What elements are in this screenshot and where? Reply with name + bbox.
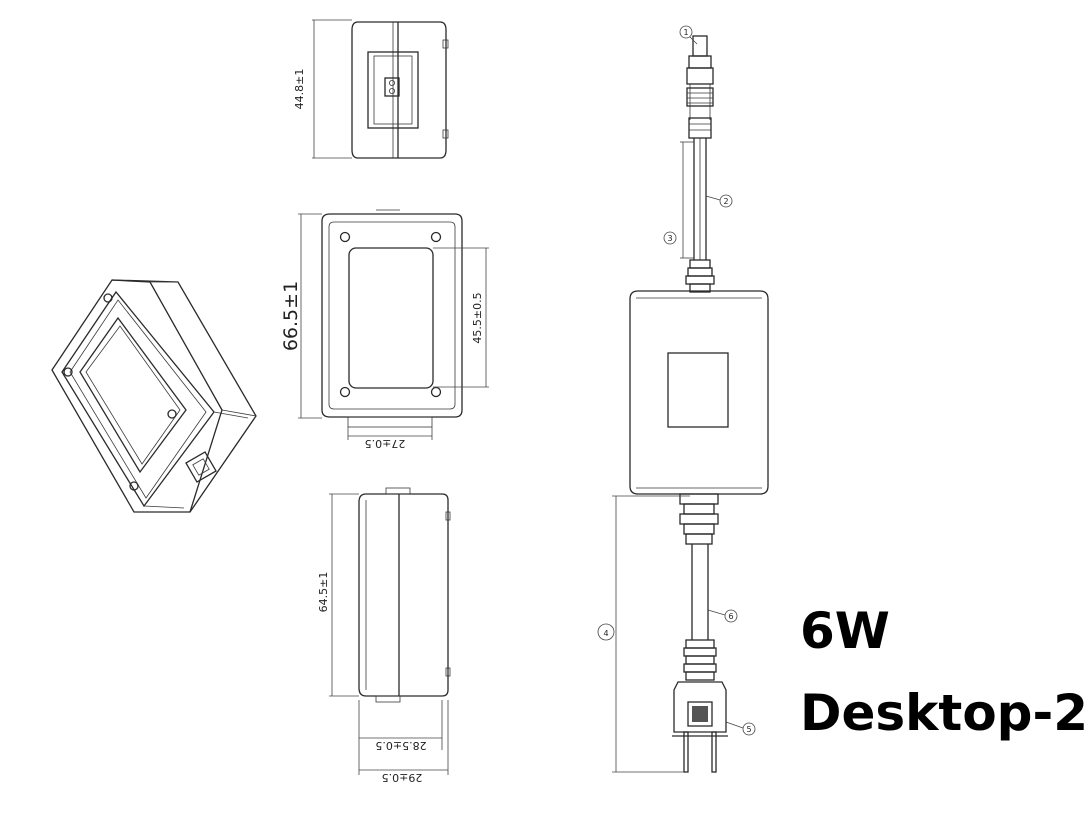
dim-front-window: 45.5±0.5 <box>471 292 484 343</box>
dim-side-depth-inner: 28.5±0.5 <box>375 739 426 752</box>
front-view: 66.5±1 45.5±0.5 27±0.5 <box>280 209 489 450</box>
callout-1: 1 <box>683 28 688 37</box>
callout-6: 6 <box>728 612 733 621</box>
dim-side-height: 64.5±1 <box>317 572 330 613</box>
dim-front-base: 27±0.5 <box>365 437 406 450</box>
top-view: 44.8±1 <box>293 19 449 159</box>
dim-side-depth-outer: 29±0.5 <box>382 771 423 784</box>
dim-front-height: 66.5±1 <box>280 281 302 351</box>
adapter-assembly <box>612 35 769 773</box>
callout-5: 5 <box>746 725 751 734</box>
dim-top-height: 44.8±1 <box>293 69 306 110</box>
product-power-title: 6W <box>800 602 890 660</box>
technical-drawing: 44.8±1 66.5±1 45.5±0.5 27±0.5 <box>51 19 769 784</box>
callout-3: 3 <box>667 234 672 243</box>
callout-2: 2 <box>723 197 728 206</box>
callout-4: 4 <box>603 629 608 638</box>
side-view: 64.5±1 28.5±0.5 29±0.5 <box>317 487 451 784</box>
isometric-view <box>51 279 257 513</box>
callouts: 1 2 3 4 6 5 <box>597 25 756 736</box>
product-model-title: Desktop-2 <box>800 684 1088 742</box>
